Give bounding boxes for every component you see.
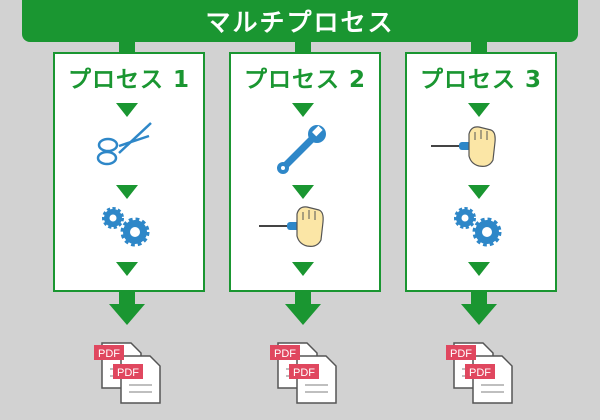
process-title-1: プロセス 1 xyxy=(67,67,190,93)
process-flow-2: PDF PDF xyxy=(259,103,337,404)
output-arrow xyxy=(461,304,497,325)
process-column-1: プロセス 1 xyxy=(53,0,205,420)
diagram-title: マルチプロセス xyxy=(205,8,395,37)
connectors-2 xyxy=(295,42,311,306)
step-arrow xyxy=(116,185,138,199)
process-column-3: プロセス 3 PDF PDF xyxy=(405,0,557,420)
step-arrow xyxy=(468,103,490,117)
step-arrow xyxy=(468,262,490,276)
step-arrow xyxy=(292,103,314,117)
pdf-label: PDF xyxy=(274,348,296,360)
process-title-3: プロセス 3 xyxy=(419,67,542,93)
pdf-label: PDF xyxy=(117,367,139,379)
scissors-icon xyxy=(96,122,152,166)
step-arrow xyxy=(292,262,314,276)
step-arrow xyxy=(292,185,314,199)
process-title-2: プロセス 2 xyxy=(243,67,366,93)
connectors-1 xyxy=(119,42,135,306)
pdf-label: PDF xyxy=(98,348,120,360)
gears-icon xyxy=(454,207,502,247)
pdf-files-icon: PDF PDF xyxy=(94,342,161,404)
step-arrow xyxy=(468,185,490,199)
gears-icon xyxy=(102,207,150,247)
pdf-label: PDF xyxy=(469,367,491,379)
step-arrow xyxy=(116,262,138,276)
pdf-label: PDF xyxy=(293,367,315,379)
process-column-2: プロセス 2 PDF xyxy=(229,0,381,420)
output-arrow xyxy=(285,304,321,325)
process-panel-3: プロセス 3 xyxy=(405,52,557,292)
process-flow-3: PDF PDF xyxy=(431,103,513,404)
pdf-label: PDF xyxy=(450,348,472,360)
screwdriver-hand-icon xyxy=(259,206,324,247)
step-arrow xyxy=(116,103,138,117)
wrench-icon xyxy=(277,125,326,174)
process-panel-2: プロセス 2 xyxy=(229,52,381,292)
process-panel-1: プロセス 1 xyxy=(53,52,205,292)
screwdriver-hand-icon xyxy=(431,126,496,167)
pdf-files-icon: PDF PDF xyxy=(270,342,337,404)
pdf-files-icon: PDF PDF xyxy=(446,342,513,404)
connectors-3 xyxy=(471,42,487,306)
output-arrow xyxy=(109,304,145,325)
header-bar: マルチプロセス xyxy=(22,0,578,42)
process-flow-1: PDF PDF xyxy=(94,103,161,404)
